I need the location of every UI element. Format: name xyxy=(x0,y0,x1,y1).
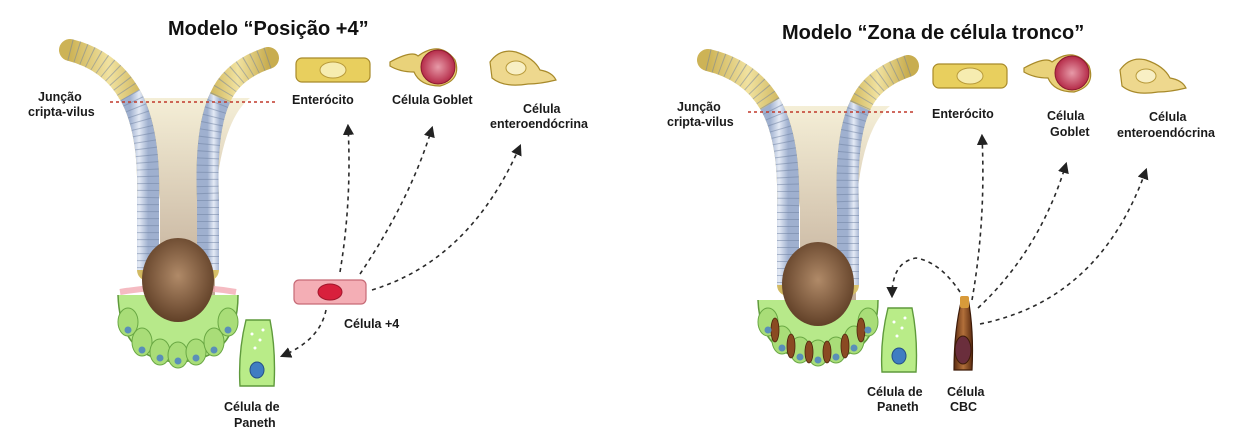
right-enterocyte-label: Enterócito xyxy=(932,107,994,121)
right-goblet-cell xyxy=(1024,55,1091,92)
right-enterocyte-cell xyxy=(933,64,1007,88)
right-cbc-label-2: CBC xyxy=(950,400,977,414)
left-arrow-to-goblet xyxy=(360,128,432,274)
left-enterocyte-label: Enterócito xyxy=(292,93,354,107)
right-enteroendocrine-label-1: Célula xyxy=(1149,110,1188,124)
right-goblet-label-1: Célula xyxy=(1047,109,1086,123)
left-enteroendocrine-label-1: Célula xyxy=(523,102,562,116)
right-cbc-cell xyxy=(954,296,973,370)
left-enterocyte-cell xyxy=(296,58,370,82)
right-paneth-label-2: Paneth xyxy=(877,400,919,414)
left-plus4-cell xyxy=(294,280,366,304)
left-enteroendocrine-label-2: enteroendócrina xyxy=(490,117,589,131)
right-cbc-label-1: Célula xyxy=(947,385,986,399)
left-title: Modelo “Posição +4” xyxy=(168,18,369,40)
right-enteroendocrine-cell xyxy=(1120,59,1186,93)
left-arrow-to-paneth xyxy=(282,310,326,356)
left-paneth-label-2: Paneth xyxy=(234,416,276,430)
left-stem-cell-label: Célula +4 xyxy=(344,317,399,331)
right-arrow-to-paneth xyxy=(892,258,960,296)
right-crypt xyxy=(708,60,908,366)
right-goblet-label-2: Goblet xyxy=(1050,125,1090,139)
right-arrow-to-goblet xyxy=(978,164,1066,308)
left-crypt xyxy=(70,50,268,368)
right-title: Modelo “Zona de célula tronco” xyxy=(782,22,1084,44)
left-goblet-label: Célula Goblet xyxy=(392,93,473,107)
left-junction-label-2: cripta-vilus xyxy=(28,105,95,119)
right-paneth-cell xyxy=(882,308,917,372)
left-paneth-cell xyxy=(240,320,275,386)
left-panel: Modelo “Posição +4” xyxy=(28,18,589,430)
left-goblet-cell xyxy=(390,49,457,86)
right-junction-label-1: Junção xyxy=(677,100,721,114)
left-enteroendocrine-cell xyxy=(490,51,556,85)
right-junction-label-2: cripta-vilus xyxy=(667,115,734,129)
left-junction-label-1: Junção xyxy=(38,90,82,104)
right-panel: Modelo “Zona de célula tronco” xyxy=(667,22,1216,414)
left-paneth-label-1: Célula de xyxy=(224,400,280,414)
right-arrow-to-enteroendocrine xyxy=(980,170,1146,324)
right-paneth-label-1: Célula de xyxy=(867,385,923,399)
right-arrow-to-enterocyte xyxy=(972,136,983,300)
right-enteroendocrine-label-2: enteroendócrina xyxy=(1117,126,1216,140)
left-arrow-to-enterocyte xyxy=(340,126,349,272)
